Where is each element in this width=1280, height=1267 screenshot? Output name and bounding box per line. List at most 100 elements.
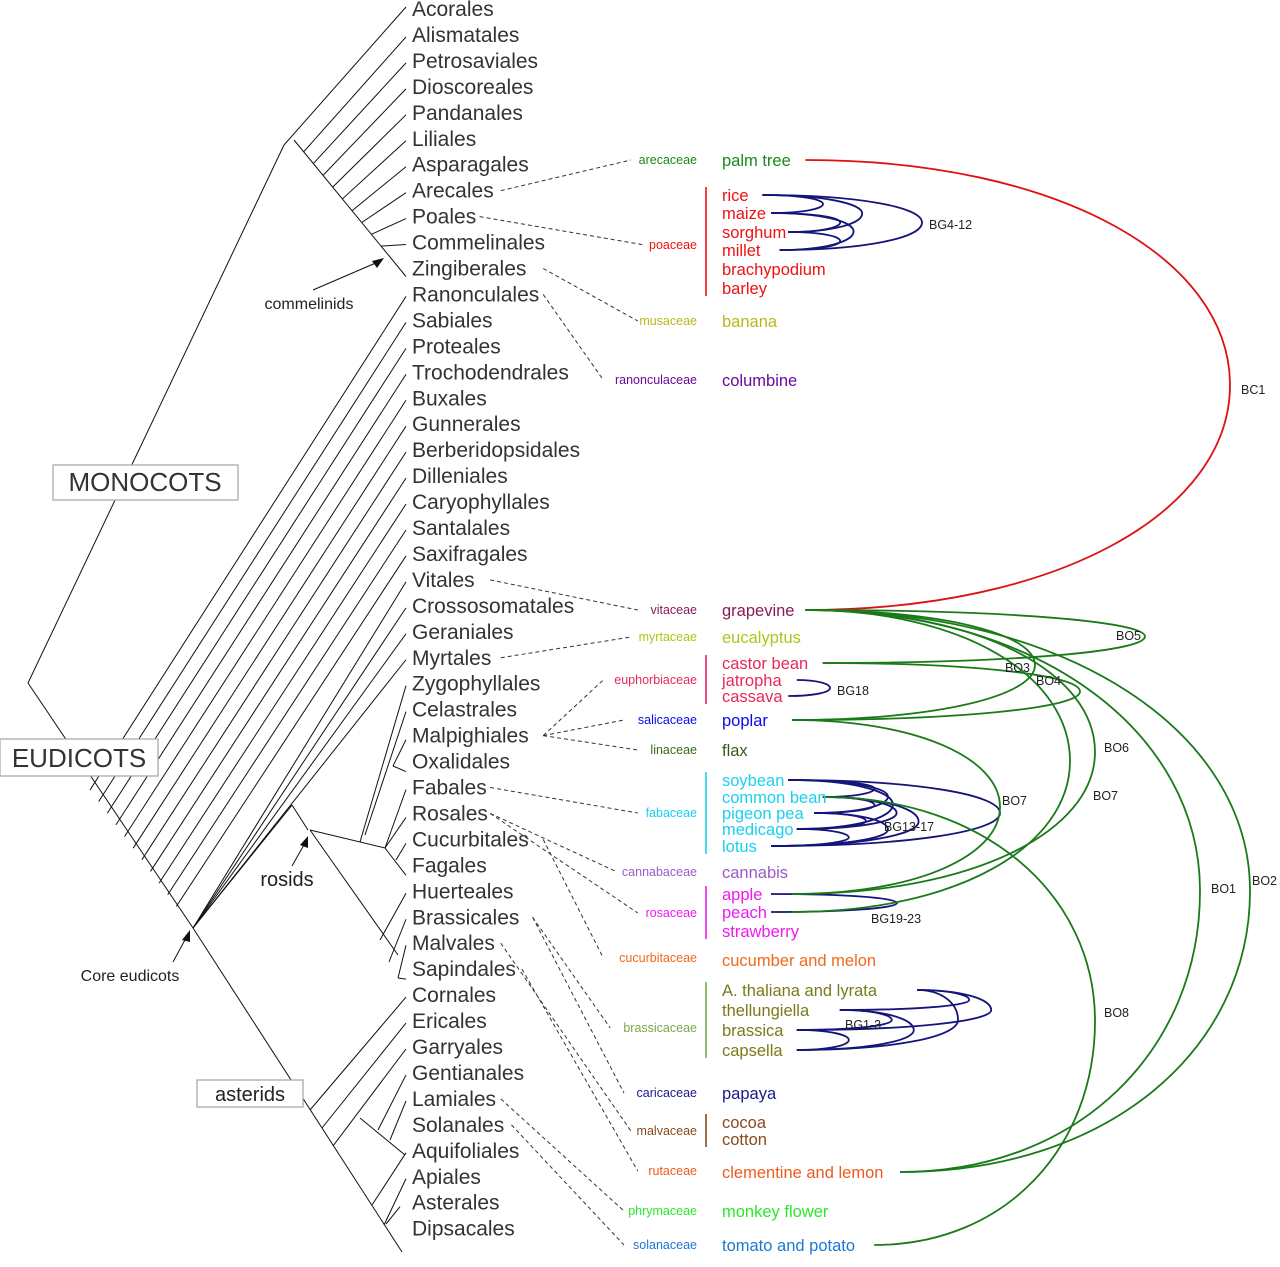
species-labels: palm treericemaizesorghummilletbrachypod… — [721, 152, 883, 1255]
connector-musaceae — [542, 268, 639, 322]
connector-arecaceae — [500, 159, 632, 192]
species-millet: millet — [722, 242, 761, 260]
order-poales: Poales — [412, 206, 476, 229]
species-lotus: lotus — [722, 838, 757, 856]
order-gentianales: Gentianales — [412, 1062, 524, 1085]
species-banana: banana — [722, 313, 778, 331]
species-cocoa: cocoa — [722, 1114, 767, 1132]
branch-monocot-6 — [351, 166, 407, 212]
monocots-box — [52, 464, 239, 501]
species-a-thaliana-and-lyrata: A. thaliana and lyrata — [722, 982, 878, 1000]
arc-bg4-12 — [762, 194, 923, 251]
order-huerteales: Huerteales — [412, 880, 514, 903]
species-clementine-and-lemon: clementine and lemon — [722, 1164, 883, 1182]
species-grapevine: grapevine — [722, 602, 794, 620]
arc-bo1 — [805, 609, 1201, 1173]
tree-branch — [359, 1117, 406, 1156]
commelinids-arrow-icon — [312, 258, 384, 291]
order-geraniales: Geraniales — [412, 621, 514, 644]
order-proteales: Proteales — [412, 335, 501, 358]
branch-cornales — [309, 996, 407, 1111]
arc-label-bo7: BO7 — [1002, 794, 1027, 808]
connector-cannabaceae — [489, 812, 618, 873]
branch-rosales — [384, 817, 407, 849]
branch-buxales — [124, 399, 407, 837]
connector-euphorbiaceae — [542, 679, 604, 736]
order-sapindales: Sapindales — [412, 958, 516, 981]
arc-label-bo1: BO1 — [1211, 882, 1236, 896]
order-zygophyllales: Zygophyllales — [412, 673, 540, 696]
connector-myrtaceae — [500, 636, 631, 659]
monocots-label: MONOCOTS — [68, 467, 221, 497]
species-soybean: soybean — [722, 772, 784, 790]
arc-bg1-3-link — [796, 1029, 850, 1051]
eudicots-label: EUDICOTS — [12, 743, 146, 773]
arc-bo5 — [805, 609, 1146, 664]
order-caryophyllales: Caryophyllales — [412, 491, 550, 514]
order-buxales: Buxales — [412, 387, 487, 410]
family-fabaceae: fabaceae — [646, 806, 697, 820]
order-petrosaviales: Petrosaviales — [412, 50, 538, 73]
order-malvales: Malvales — [412, 932, 495, 955]
species-rice: rice — [722, 187, 749, 205]
order-apiales: Apiales — [412, 1166, 481, 1189]
arc-bo3 — [791, 609, 1036, 721]
core-eudicots-label: Core eudicots — [81, 968, 180, 985]
family-cannabaceae: cannabaceae — [622, 865, 697, 879]
order-asparagales: Asparagales — [412, 154, 529, 177]
family-rutaceae: rutaceae — [648, 1164, 697, 1178]
order-lamiales: Lamiales — [412, 1088, 496, 1111]
branch-fagales — [384, 847, 407, 876]
connector-cucurbitaceae — [542, 839, 604, 959]
branch-sabiales — [98, 322, 407, 802]
monocots-clade: MONOCOTS — [52, 464, 239, 501]
family-labels: arecaceaepoaceaemusaceaeranonculaceaevit… — [614, 153, 697, 1252]
arc-label-bg13-17: BG13-17 — [884, 820, 934, 834]
order-berberidopsidales: Berberidopsidales — [412, 439, 580, 462]
branch-lamiales — [389, 1100, 407, 1141]
arc-bo4 — [791, 662, 1081, 721]
branch-proteales — [106, 348, 407, 814]
order-ranonculales: Ranonculales — [412, 283, 539, 306]
arc-label-bo4: BO4 — [1036, 674, 1061, 688]
arc-label-bg4-12: BG4-12 — [929, 218, 972, 232]
branch-apiales — [383, 1178, 407, 1226]
species-pigeon-pea: pigeon pea — [722, 805, 804, 823]
order-acorales: Acorales — [412, 0, 494, 21]
order-cucurbitales: Cucurbitales — [412, 828, 529, 851]
species-common-bean: common bean — [722, 789, 827, 807]
branch-asterales — [385, 1206, 401, 1225]
branch-malvales — [397, 945, 407, 979]
connector-ranonculaceae — [542, 294, 604, 381]
order-trochodendrales: Trochodendrales — [412, 361, 569, 384]
species-cannabis: cannabis — [722, 864, 788, 882]
order-dioscoreales: Dioscoreales — [412, 76, 533, 99]
branch-gentianales — [377, 1074, 407, 1131]
branch-vitales — [192, 581, 407, 929]
monocot-spine — [293, 139, 407, 277]
order-myrtales: Myrtales — [412, 647, 491, 670]
family-myrtaceae: myrtaceae — [639, 630, 697, 644]
arc-label-bg1-3: BG1-3 — [845, 1018, 881, 1032]
branch-monocot-3 — [322, 88, 407, 176]
order-zingiberales: Zingiberales — [412, 258, 526, 281]
species-barley: barley — [722, 280, 768, 298]
tree-branch — [309, 829, 399, 956]
arc-bg13-17-link — [770, 828, 850, 847]
branch-saxifragales — [175, 555, 407, 907]
species-palm-tree: palm tree — [722, 152, 791, 170]
order-saxifragales: Saxifragales — [412, 543, 528, 566]
branch-malpighiales — [392, 739, 407, 767]
arc-label-bo6: BO6 — [1104, 741, 1129, 755]
core-eudicots-arrow-icon — [172, 930, 190, 963]
order-celastrales: Celastrales — [412, 699, 517, 722]
family-salicaceae: salicaceae — [638, 713, 697, 727]
order-santalales: Santalales — [412, 517, 510, 540]
species-castor-bean: castor bean — [722, 655, 808, 673]
arc-bg1-3-link — [796, 1009, 915, 1051]
asterids-clade: asterids — [196, 1079, 304, 1108]
family-solanaceae: solanaceae — [633, 1238, 697, 1252]
connector-solanaceae — [511, 1124, 625, 1246]
branch-monocot-7 — [361, 192, 407, 223]
